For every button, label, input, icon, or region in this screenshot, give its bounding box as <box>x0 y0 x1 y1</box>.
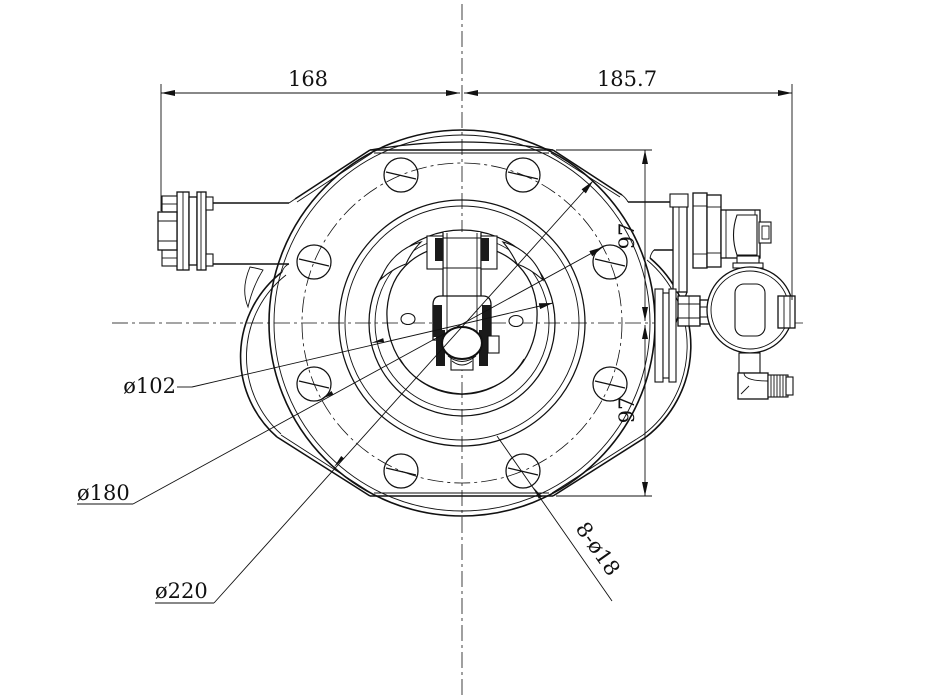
bolt-hole <box>296 244 332 280</box>
gauge-bracket-plate <box>662 292 670 379</box>
dim-168-text: 168 <box>288 67 328 91</box>
dim-97-upper-text: 97 <box>615 223 639 250</box>
bolt-hole <box>383 453 419 489</box>
bolt-hole <box>505 157 541 193</box>
hex-union-right <box>777 295 796 329</box>
flange-circles <box>268 129 656 517</box>
nipple-end-cap <box>785 376 794 396</box>
leader-220 <box>213 180 594 604</box>
right-crescent-web <box>501 241 545 282</box>
bolt-hole <box>592 244 628 280</box>
raised-face-circle <box>338 199 586 447</box>
leader-180 <box>132 246 604 505</box>
bolt-holes <box>296 157 628 489</box>
left-stub-nut-top <box>205 196 214 211</box>
left-crescent-web <box>379 240 423 281</box>
bore-circle <box>368 229 556 417</box>
label-bolt-holes: 8-ø18 <box>571 518 625 581</box>
small-hole-left <box>400 312 416 326</box>
leader-102 <box>191 302 554 388</box>
right-flange-plate-2 <box>706 194 722 268</box>
right-flange-plate <box>672 195 688 293</box>
right-instrument-assembly <box>621 192 796 400</box>
left-gasket <box>188 196 198 266</box>
gauge-bracket-plate <box>668 288 677 383</box>
bolt-hole <box>592 366 628 402</box>
left-edge-pocket <box>244 266 264 309</box>
left-end-cap <box>157 211 178 251</box>
body-top-arc <box>369 141 554 151</box>
left-flange-plate-2 <box>196 191 207 271</box>
elbow-fitting <box>737 372 769 400</box>
leader-bolt-holes <box>496 435 613 602</box>
small-hole-right <box>508 314 524 328</box>
gauge-top-fitting <box>736 255 760 264</box>
center-mechanism <box>379 232 545 371</box>
gauge-bottom-stub <box>738 352 761 374</box>
left-nozzle-assembly <box>157 191 296 273</box>
dim-185-7-text: 185.7 <box>597 67 657 91</box>
leg-left <box>436 330 445 366</box>
gauge-inner-barrel <box>734 283 766 337</box>
bolt-circle-centerline <box>301 162 623 484</box>
right-bolt-top <box>669 193 689 208</box>
gauge-bracket-plate <box>654 288 664 383</box>
label-220: ø220 <box>155 579 208 603</box>
bolt-circle-group <box>296 157 628 489</box>
transmitter-coil <box>732 214 758 256</box>
bolt-hole <box>383 157 419 193</box>
inner-opening <box>386 244 538 395</box>
label-102: ø102 <box>123 374 176 398</box>
label-180: ø180 <box>77 481 130 505</box>
left-stub-nut-bottom <box>205 253 214 267</box>
right-gasket-plate <box>692 192 708 269</box>
center-shaft <box>443 232 481 296</box>
side-tab <box>487 335 500 354</box>
dim-97-lower-text: 97 <box>615 397 639 424</box>
leg-right <box>479 330 488 366</box>
gland-block <box>432 295 492 341</box>
bolt-hole <box>296 366 332 402</box>
dimensions: 168 185.7 97 97 <box>160 67 793 497</box>
bolt-hole <box>505 453 541 489</box>
flange-body-outline <box>239 141 692 497</box>
